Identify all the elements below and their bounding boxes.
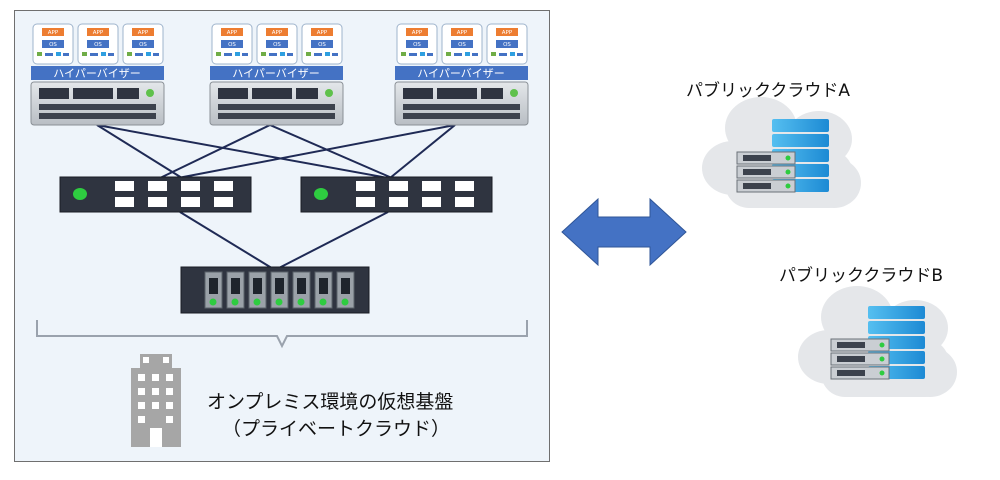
vm: APP OS <box>122 23 164 65</box>
app-label: APP <box>272 30 283 36</box>
link-host2-switch2 <box>269 124 393 179</box>
link-host2-switch1 <box>159 124 271 179</box>
vm: APP OS <box>396 23 438 65</box>
host-3: APP OS APP OS APP OS ハイパーバイザー <box>394 23 529 126</box>
link-host1-switch1 <box>96 124 183 179</box>
double-arrow-icon <box>561 197 687 267</box>
os-label: OS <box>228 42 236 48</box>
os-label: OS <box>94 42 102 48</box>
app-label: APP <box>138 30 149 36</box>
vm: APP OS <box>32 23 74 65</box>
grouping-brace <box>36 320 528 349</box>
link-host3-switch1 <box>177 124 456 179</box>
storage-array <box>180 266 370 314</box>
link-host3-switch2 <box>389 124 456 179</box>
vm: APP OS <box>77 23 119 65</box>
app-label: APP <box>227 30 238 36</box>
vm: APP OS <box>301 23 343 65</box>
cloud-server-icon-a <box>702 97 861 208</box>
server-rack-icon <box>394 81 529 126</box>
network-switch-2 <box>300 176 493 213</box>
os-label: OS <box>139 42 147 48</box>
os-label: OS <box>273 42 281 48</box>
app-label: APP <box>412 30 423 36</box>
cloud-server-icon-b <box>798 286 957 397</box>
vm: APP OS <box>441 23 483 65</box>
hypervisor-label: ハイパーバイザー <box>417 67 504 80</box>
hypervisor-bar <box>31 66 164 80</box>
link-switch2-storage <box>274 211 389 271</box>
onprem-title: オンプレミス環境の仮想基盤 <box>207 391 454 413</box>
server-rack-icon <box>209 81 344 126</box>
link-switch1-storage <box>179 211 276 271</box>
cloud-b-label: パブリッククラウドB <box>779 266 943 286</box>
app-label: APP <box>93 30 104 36</box>
building-icon <box>131 354 181 447</box>
vm: APP OS <box>256 23 298 65</box>
hypervisor-label: ハイパーバイザー <box>53 67 140 80</box>
os-label: OS <box>413 42 421 48</box>
server-rack-icon <box>830 338 890 380</box>
server-rack-icon <box>30 81 165 126</box>
os-label: OS <box>503 42 511 48</box>
hypervisor-bar <box>395 66 528 80</box>
vm: APP OS <box>211 23 253 65</box>
os-label: OS <box>49 42 57 48</box>
network-links <box>96 124 456 271</box>
cloud-a-label: パブリッククラウドA <box>686 81 850 101</box>
host-1: APP OS APP OS APP OS ハイパーバイザー <box>30 23 165 126</box>
app-label: APP <box>457 30 468 36</box>
network-switch-1 <box>59 176 252 213</box>
app-label: APP <box>317 30 328 36</box>
host-2: APP OS APP OS APP OS ハイパーバイザー <box>209 23 344 126</box>
app-label: APP <box>48 30 59 36</box>
onprem-subtitle: （プライベートクラウド） <box>222 418 451 440</box>
os-label: OS <box>318 42 326 48</box>
link-host1-switch2 <box>96 124 389 179</box>
hypervisor-bar <box>210 66 343 80</box>
app-label: APP <box>502 30 513 36</box>
os-label: OS <box>458 42 466 48</box>
hypervisor-label: ハイパーバイザー <box>232 67 319 80</box>
vm: APP OS <box>486 23 528 65</box>
server-rack-icon <box>736 151 796 193</box>
